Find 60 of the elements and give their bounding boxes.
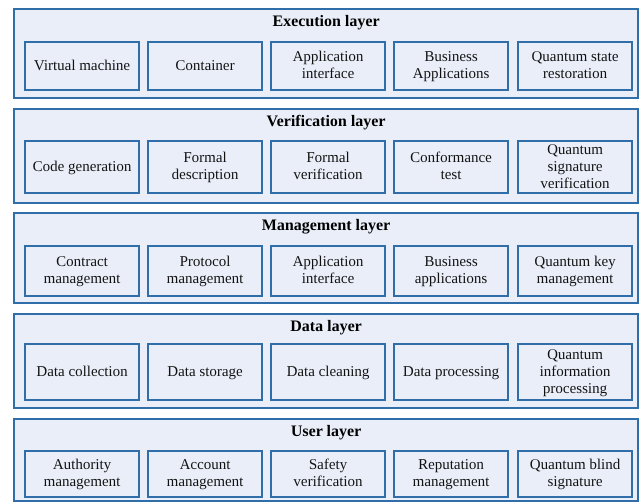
- component-label: Data processing: [402, 364, 500, 380]
- component-label: Data storage: [166, 364, 244, 380]
- component-box: [393, 343, 509, 401]
- component-label: Data cleaning: [286, 364, 370, 380]
- layer-panel: [13, 108, 639, 204]
- component-box: [147, 41, 263, 91]
- component-box: [24, 245, 140, 297]
- component-box: [393, 450, 509, 498]
- component-box: [24, 140, 140, 194]
- component-box: [270, 343, 386, 401]
- layer-panel: [13, 313, 639, 409]
- component-label: Quantum blind signature: [528, 457, 622, 491]
- component-label: Contract management: [42, 254, 122, 288]
- component-label: Reputation management: [412, 457, 490, 491]
- component-box: [270, 245, 386, 297]
- layer-panel: [13, 418, 639, 502]
- component-label: Application interface: [292, 254, 364, 288]
- layer-title: Data layer: [289, 318, 363, 336]
- component-box: [147, 343, 263, 401]
- component-box: [393, 140, 509, 194]
- component-box: [270, 41, 386, 91]
- component-box: [147, 450, 263, 498]
- component-label: Quantum key management: [533, 254, 617, 288]
- component-label: Business Applications: [412, 49, 490, 83]
- component-box: [24, 343, 140, 401]
- component-label: Virtual machine: [32, 58, 132, 74]
- component-box: [517, 450, 633, 498]
- component-label: Formal description: [170, 150, 240, 184]
- component-box: [393, 41, 509, 91]
- component-label: Quantum information processing: [538, 346, 612, 398]
- layer-panel: [13, 212, 639, 304]
- component-box: [517, 140, 633, 194]
- component-box: [24, 41, 140, 91]
- component-label: Data collection: [35, 364, 129, 380]
- layer-title: Execution layer: [271, 13, 381, 31]
- component-box: [270, 450, 386, 498]
- component-label: Container: [174, 58, 236, 74]
- component-box: [270, 140, 386, 194]
- layer-title: Verification layer: [266, 113, 386, 131]
- component-box: [147, 245, 263, 297]
- layer-title: User layer: [290, 423, 362, 441]
- component-label: Account management: [166, 457, 244, 491]
- component-label: Protocol management: [166, 254, 244, 288]
- component-box: [24, 450, 140, 498]
- component-box: [147, 140, 263, 194]
- component-label: Authority management: [42, 457, 122, 491]
- component-box: [393, 245, 509, 297]
- component-box: [517, 343, 633, 401]
- component-label: Code generation: [32, 158, 132, 176]
- component-label: Quantum signature verification: [539, 142, 611, 192]
- component-label: Business applications: [414, 254, 488, 288]
- layer-panel: [13, 8, 639, 99]
- component-label: Safety verification: [292, 457, 364, 491]
- component-label: Application interface: [292, 49, 364, 83]
- component-label: Formal verification: [292, 150, 364, 184]
- component-box: [517, 245, 633, 297]
- component-label: Quantum state restoration: [530, 49, 620, 83]
- layer-title: Management layer: [260, 217, 392, 235]
- component-label: Conformance test: [409, 150, 493, 184]
- component-box: [517, 41, 633, 91]
